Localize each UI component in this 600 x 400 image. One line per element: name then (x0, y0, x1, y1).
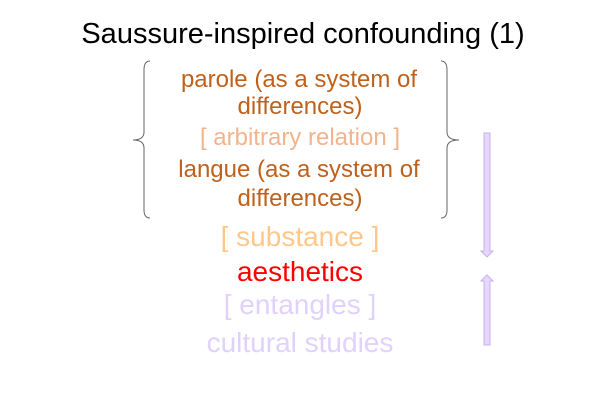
langue-line-2: differences) (237, 185, 363, 212)
right-brace-icon (440, 60, 460, 219)
down-arrow-icon (479, 132, 495, 258)
aesthetics: aesthetics (236, 256, 364, 287)
substance: [ substance ] (220, 221, 380, 252)
slide-title: Saussure-inspired confounding (1) (81, 18, 525, 50)
cultural-studies: cultural studies (206, 327, 394, 358)
left-brace-icon (132, 60, 151, 219)
parole-line-1: parole (as a system of (180, 66, 418, 93)
arbitrary-relation: [ arbitrary relation ] (199, 124, 401, 151)
entangles: [ entangles ] (223, 289, 377, 320)
parole-line-2: differences) (237, 93, 363, 120)
up-arrow-icon (479, 274, 495, 346)
langue-line-1: langue (as a system of (178, 156, 420, 183)
